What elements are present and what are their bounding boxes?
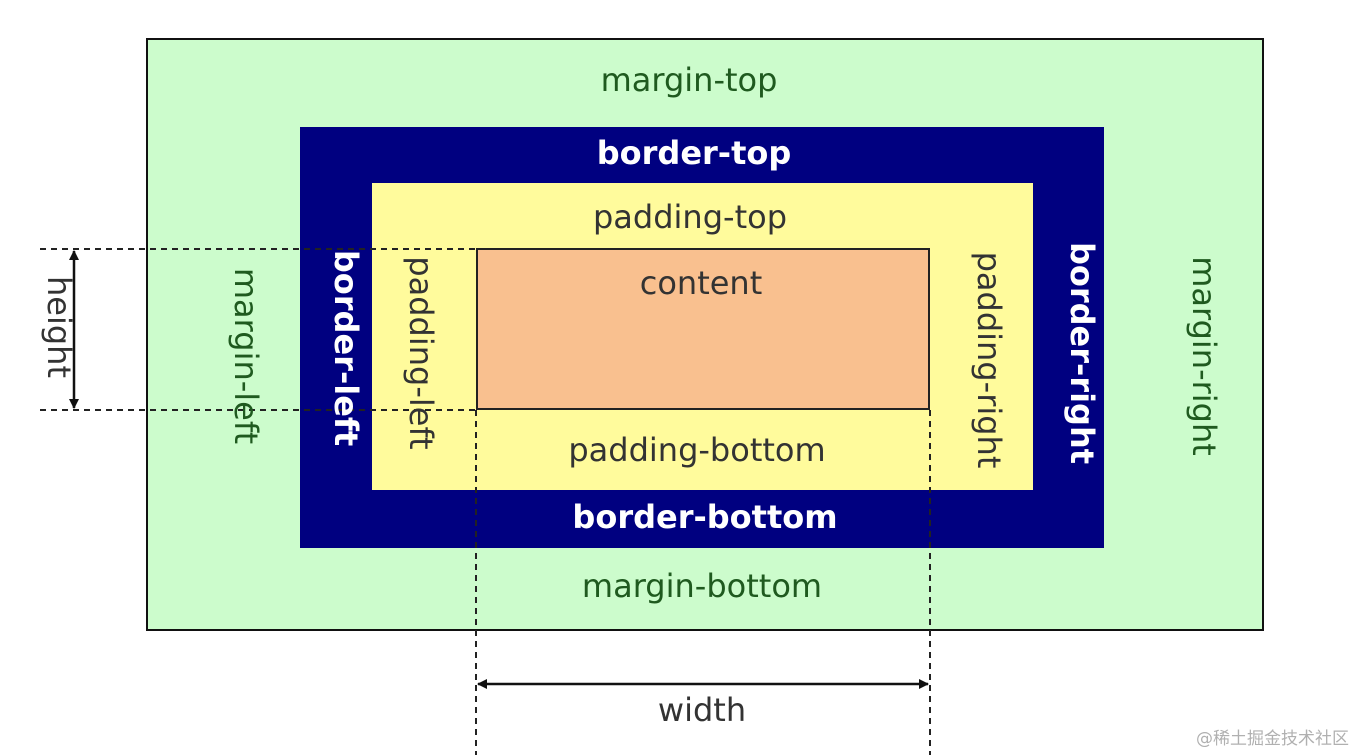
content-area: [476, 248, 930, 410]
border-left-label: border-left: [327, 249, 365, 447]
padding-bottom-label: padding-bottom: [568, 431, 826, 469]
margin-top-label: margin-top: [600, 61, 778, 99]
margin-right-label: margin-right: [1185, 256, 1223, 456]
border-top-label: border-top: [596, 134, 792, 172]
width-label: width: [657, 691, 747, 729]
padding-top-label: padding-top: [592, 198, 788, 236]
watermark-text: @稀土掘金技术社区: [1196, 729, 1349, 749]
border-bottom-label: border-bottom: [572, 498, 838, 536]
margin-bottom-label: margin-bottom: [581, 567, 823, 605]
padding-right-label: padding-right: [970, 251, 1008, 469]
height-label: height: [40, 276, 78, 378]
margin-left-label: margin-left: [227, 267, 265, 445]
padding-left-label: padding-left: [402, 256, 440, 450]
content-label: content: [639, 264, 763, 302]
border-right-label: border-right: [1063, 241, 1101, 465]
